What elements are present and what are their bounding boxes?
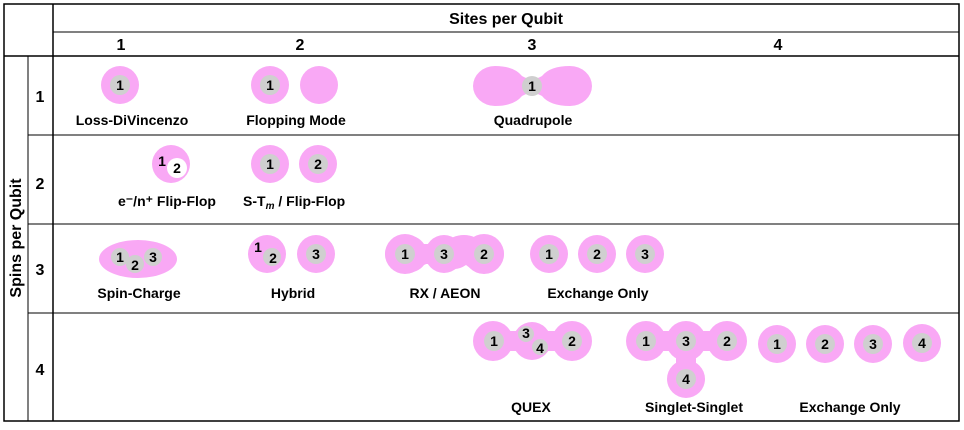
- spin-marker: [111, 248, 129, 266]
- spin-number: 3: [440, 246, 448, 262]
- spin-number: 2: [568, 333, 576, 349]
- spin-number: 4: [536, 340, 544, 356]
- spin-marker: [532, 339, 548, 355]
- spin-number: 2: [593, 246, 601, 262]
- spin-marker: [395, 244, 415, 264]
- spin-number: 3: [682, 333, 690, 349]
- spin-number: 1: [116, 77, 124, 93]
- spin-marker: [815, 334, 835, 354]
- spin-number: 1: [490, 333, 498, 349]
- cell-quadrupole: 1 Quadrupole: [473, 66, 592, 128]
- cell-label: QUEX: [511, 399, 551, 415]
- spin-marker: [474, 244, 494, 264]
- table-grid: [3, 3, 960, 422]
- spins-per-qubit-title: Spins per Qubit: [8, 178, 25, 298]
- spin-marker: [484, 331, 504, 351]
- spin-number: 2: [480, 246, 488, 262]
- cell-quex: 1 3 4 2 QUEX: [473, 321, 592, 415]
- spin-marker: [676, 331, 696, 351]
- cell-label: S-Tm / Flip-Flop: [243, 193, 345, 212]
- cell-exchange-only-4: 1 2 3 4 Exchange Only: [758, 324, 941, 415]
- quantum-dot-site: [300, 66, 338, 104]
- spin-marker: [863, 334, 883, 354]
- spin-marker: [912, 333, 932, 353]
- cell-singlet-singlet: 1 3 2 4 Singlet-Singlet: [626, 321, 747, 415]
- spin-marker: [522, 76, 542, 96]
- cell-flip-flop: 1 2 e⁻/n⁺ Flip-Flop: [118, 145, 216, 209]
- cell-label: Spin-Charge: [97, 285, 180, 301]
- spin-number: 1: [642, 333, 650, 349]
- spin-row-2: 2: [36, 176, 45, 193]
- site-column-3: 3: [528, 37, 537, 54]
- cell-s-tm-flip-flop: 1 2 S-Tm / Flip-Flop: [243, 145, 345, 212]
- spin-marker: [110, 75, 130, 95]
- spin-marker: [144, 248, 162, 266]
- spin-marker: [260, 75, 280, 95]
- spin-marker: [636, 331, 656, 351]
- spin-number: 2: [821, 336, 829, 352]
- spin-marker: [767, 334, 787, 354]
- cell-label: Quadrupole: [494, 112, 573, 128]
- spin-number: 2: [314, 156, 322, 172]
- spin-number: 1: [158, 153, 166, 169]
- spin-number: 1: [401, 246, 409, 262]
- spin-marker: [717, 331, 737, 351]
- cell-label: RX / AEON: [409, 285, 480, 301]
- spin-number: 2: [131, 257, 139, 273]
- cell-label: Exchange Only: [799, 399, 900, 415]
- spin-number: 2: [269, 250, 277, 266]
- spin-marker: [263, 248, 281, 266]
- spin-number: 3: [522, 325, 530, 341]
- cell-loss-divincenzo: 1 Loss-DiVincenzo: [76, 66, 189, 128]
- spin-marker: [676, 369, 696, 389]
- spin-marker: [434, 244, 454, 264]
- spin-row-4: 4: [36, 362, 45, 379]
- cell-label: Hybrid: [271, 285, 315, 301]
- site-column-4: 4: [774, 37, 783, 54]
- spin-marker: [126, 255, 144, 273]
- site-column-1: 1: [117, 37, 126, 54]
- spin-number: 3: [312, 246, 320, 262]
- spin-number: 3: [149, 249, 157, 265]
- spin-marker: [518, 326, 534, 342]
- spin-marker: [308, 154, 328, 174]
- sites-per-qubit-title: Sites per Qubit: [449, 11, 563, 28]
- spin-row-1: 1: [36, 89, 45, 106]
- spin-number: 4: [682, 371, 690, 387]
- spin-number: 1: [116, 249, 124, 265]
- spin-number: 4: [918, 335, 926, 351]
- spin-number: 1: [545, 246, 553, 262]
- spin-number: 1: [254, 239, 262, 255]
- spin-marker: [306, 244, 326, 264]
- quantum-dot-site-fill: [676, 341, 696, 379]
- cell-label: e⁻/n⁺ Flip-Flop: [118, 193, 216, 209]
- cell-flopping-mode: 1 Flopping Mode: [246, 66, 346, 128]
- spin-number: 1: [266, 77, 274, 93]
- spin-number: 3: [869, 336, 877, 352]
- spin-number: 1: [773, 336, 781, 352]
- cell-hybrid: 1 2 3 Hybrid: [248, 235, 335, 301]
- nucleus-marker: [167, 158, 187, 178]
- spin-marker: [562, 331, 582, 351]
- spin-marker: [587, 244, 607, 264]
- spin-marker: [260, 154, 280, 174]
- cell-rx-aeon: 1 3 2 RX / AEON: [385, 234, 504, 301]
- site-column-2: 2: [296, 37, 305, 54]
- spin-number: 1: [528, 78, 536, 94]
- cell-spin-charge: 1 2 3 Spin-Charge: [97, 240, 181, 301]
- cell-label: Flopping Mode: [246, 112, 346, 128]
- spin-marker: [539, 244, 559, 264]
- cell-label: Singlet-Singlet: [645, 399, 743, 415]
- spin-number: 1: [266, 156, 274, 172]
- spin-number: 3: [641, 246, 649, 262]
- cell-label: Loss-DiVincenzo: [76, 112, 189, 128]
- spin-marker: [635, 244, 655, 264]
- spin-number: 2: [173, 160, 181, 176]
- spin-number: 2: [723, 333, 731, 349]
- cell-exchange-only-3: 1 2 3 Exchange Only: [530, 235, 664, 301]
- quantum-dot-site-fill: [493, 331, 572, 351]
- cell-label: Exchange Only: [547, 285, 648, 301]
- spin-row-3: 3: [36, 262, 45, 279]
